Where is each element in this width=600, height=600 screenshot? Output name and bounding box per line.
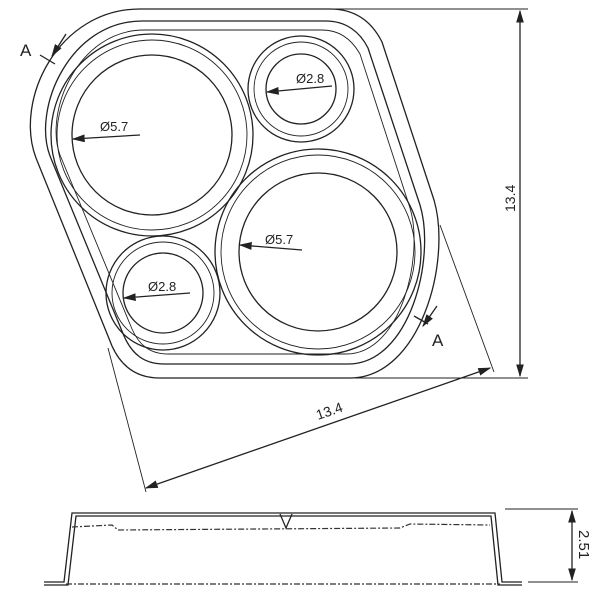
diameter-label: Ø5.7 [100,119,128,134]
side-profile [44,508,578,586]
dim-arrow [71,134,141,143]
diameter-label: Ø2.8 [148,279,176,294]
dim-arrow [265,85,333,95]
section-arrow [51,33,67,58]
diameter-label: Ø5.7 [265,232,293,247]
dim-arrow [122,292,191,302]
cavity-large-right [214,148,422,356]
section-line [39,54,56,65]
diagonal-dimension [107,224,495,493]
section-mark: A [432,331,444,350]
section-arrow [422,305,438,328]
diagonal-label: 13.4 [314,399,345,423]
diameter-label: Ø2.8 [296,71,324,86]
section-mark: A [20,41,32,60]
cavity-large-left [50,33,254,237]
side-height-label: 2.51 [575,530,592,559]
height-dimension [335,8,528,379]
height-label: 13.4 [502,185,518,212]
dim-arrow [238,242,303,251]
cavity-small-bottom [105,235,221,351]
